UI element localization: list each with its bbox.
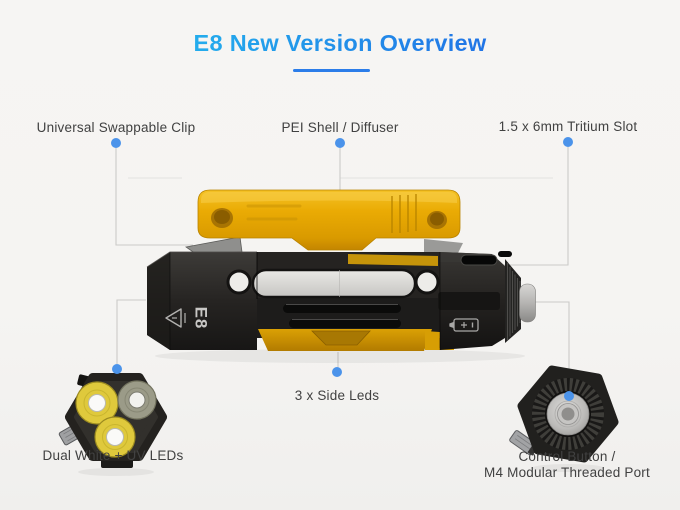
callout-label-clip: Universal Swappable Clip [36, 120, 196, 135]
tail-cap-knurled [505, 259, 536, 343]
connector-control [529, 301, 570, 391]
screw-hole-right [414, 269, 440, 295]
clip-shell-illustration [197, 189, 461, 251]
dot-side-leds [332, 367, 342, 377]
dot-control [564, 391, 574, 401]
side-led-slats [283, 304, 401, 328]
tail-cap-end [519, 283, 536, 323]
flashlight-mid-section [226, 252, 454, 351]
page-title: E8 New Version Overview [0, 30, 680, 57]
uv-led [117, 380, 157, 420]
connector-tritium [502, 147, 569, 266]
dot-clip [111, 138, 121, 148]
white-led-bottom [94, 416, 136, 458]
model-marking: E8 [192, 307, 211, 330]
callout-label-front-leds: Dual White + UV LEDs [42, 448, 184, 463]
callout-label-control-line1: Control Button / [518, 449, 616, 464]
title-underline [293, 69, 370, 72]
screw-hole-left [226, 269, 252, 295]
tritium-slot [460, 254, 498, 266]
battery-icon [449, 318, 479, 332]
head-front-view [58, 373, 167, 476]
flashlight-tail-side [438, 251, 512, 350]
callout-label-tritium: 1.5 x 6mm Tritium Slot [498, 119, 638, 134]
dot-front-leds [112, 364, 122, 374]
connector-front-leds [116, 299, 146, 364]
callout-label-shell: PEI Shell / Diffuser [281, 120, 399, 135]
white-led-top [75, 381, 119, 425]
tail-rear-view [509, 365, 619, 472]
callout-label-side-leds: 3 x Side Leds [294, 388, 380, 403]
callout-label-control: Control Button / M4 Modular Threaded Por… [457, 449, 677, 480]
callout-connectors [115, 147, 570, 391]
connector-clip [115, 148, 193, 246]
dot-tritium [563, 137, 573, 147]
diffuser-window [251, 268, 417, 299]
dot-shell [335, 138, 345, 148]
flashlight-top-view: E8 [146, 189, 536, 363]
warning-triangle-icon [165, 308, 186, 328]
callout-dots [111, 137, 574, 401]
flashlight-head-side: E8 [146, 251, 257, 350]
callout-label-control-line2: M4 Modular Threaded Port [484, 464, 650, 480]
knurling-ring [532, 378, 604, 450]
